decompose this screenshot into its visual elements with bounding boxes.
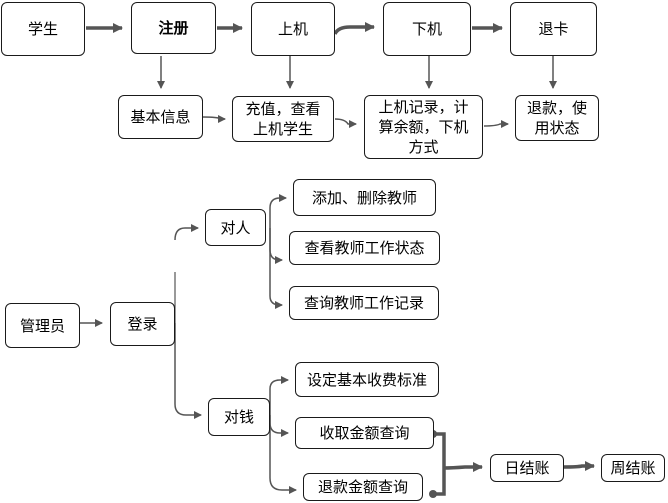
node-view-teacher-status: 查看教师工作状态 xyxy=(289,231,440,265)
node-query-teacher-record: 查询教师工作记录 xyxy=(289,286,439,320)
arrow-money-fee xyxy=(269,376,289,415)
node-refund-amount-query: 退款金额查询 xyxy=(303,473,423,501)
arrow-basicinfo-recharge xyxy=(202,115,226,123)
arrow-people-query xyxy=(269,228,283,309)
node-money: 对钱 xyxy=(208,398,270,436)
arrow-people-add xyxy=(269,194,287,228)
refund-connector-dot xyxy=(429,490,437,498)
node-student: 学生 xyxy=(1,2,85,56)
node-people: 对人 xyxy=(205,209,266,246)
arrow-daily-weekly xyxy=(563,461,595,471)
arrow-recharge-record xyxy=(334,118,357,128)
arrow-online-offline xyxy=(333,22,375,35)
line-collect-merge xyxy=(434,432,446,496)
node-weekly-settlement: 周结账 xyxy=(601,454,665,482)
node-refund: 退款，使 用状态 xyxy=(515,95,599,141)
arrow-branch-money xyxy=(174,323,202,419)
arrow-money-collect xyxy=(269,415,289,437)
node-recharge: 充值，查看 上机学生 xyxy=(232,96,334,142)
node-add-delete-teacher: 添加、删除教师 xyxy=(293,179,436,216)
arrow-merge-daily xyxy=(443,462,483,472)
node-register: 注册 xyxy=(131,2,216,54)
node-offline: 下机 xyxy=(383,2,471,56)
node-return-card: 退卡 xyxy=(510,2,597,56)
arrow-money-refundquery xyxy=(269,415,297,494)
node-login: 登录 xyxy=(110,302,175,346)
node-online-record: 上机记录，计 算余额，下机 方式 xyxy=(364,95,483,159)
node-daily-settlement: 日结账 xyxy=(490,454,564,482)
arrow-record-refund xyxy=(483,120,509,128)
node-basic-info: 基本信息 xyxy=(118,95,203,139)
node-online: 上机 xyxy=(251,2,335,56)
arrow-branch-people xyxy=(174,224,199,241)
node-admin: 管理员 xyxy=(5,303,80,348)
node-collected-amount-query: 收取金额查询 xyxy=(295,417,434,449)
arrow-people-view xyxy=(269,228,283,264)
node-set-fee-standard: 设定基本收费标准 xyxy=(295,362,439,397)
